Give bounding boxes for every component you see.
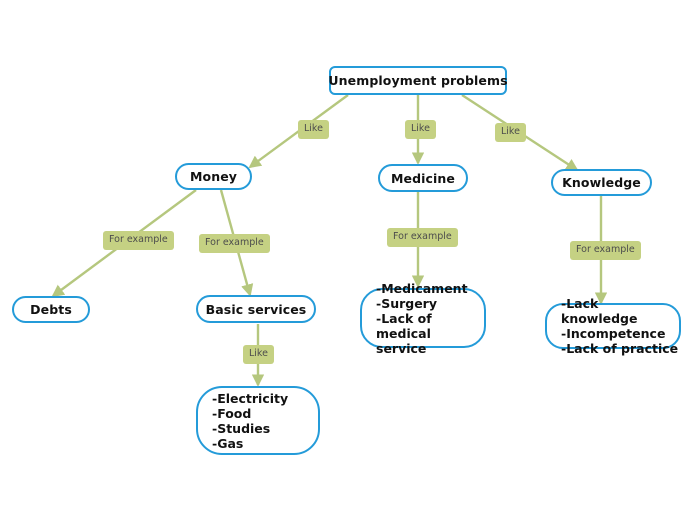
edge-label-basic-services-list-text: Like	[249, 348, 268, 359]
node-basic-services-label: Basic services	[205, 301, 307, 317]
node-debts-label: Debts	[30, 302, 72, 317]
node-root-label: Unemployment problems	[328, 73, 508, 88]
edge-label-root-medicine[interactable]: Like	[405, 120, 436, 139]
edge-label-money-basic-services-text: For example	[205, 237, 264, 248]
node-services-list-label: -Electricity -Food -Studies -Gas	[212, 390, 289, 451]
edge-label-money-debts[interactable]: For example	[103, 231, 174, 250]
node-medicine-label: Medicine	[390, 170, 456, 186]
node-medicine-list[interactable]: -Medicament -Surgery -Lack of medical se…	[360, 281, 486, 356]
edge-label-root-medicine-text: Like	[411, 123, 430, 134]
node-medicine[interactable]: Medicine	[378, 164, 468, 192]
edge-label-medicine-list[interactable]: For example	[387, 228, 458, 247]
edge-label-root-money[interactable]: Like	[298, 120, 329, 139]
edge-label-money-debts-text: For example	[109, 234, 168, 245]
edge-label-knowledge-list[interactable]: For example	[570, 241, 641, 260]
edge-label-basic-services-list[interactable]: Like	[243, 345, 274, 364]
node-money[interactable]: Money	[175, 163, 252, 190]
node-knowledge[interactable]: Knowledge	[551, 169, 652, 196]
node-knowledge-list-label: -Lack knowledge -Incompetence -Lack of p…	[561, 296, 679, 356]
edge-label-knowledge-list-text: For example	[576, 244, 635, 255]
node-knowledge-list[interactable]: -Lack knowledge -Incompetence -Lack of p…	[545, 296, 681, 356]
edge-label-root-money-text: Like	[304, 123, 323, 134]
edge-label-root-knowledge-text: Like	[501, 126, 520, 137]
node-services-list[interactable]: -Electricity -Food -Studies -Gas	[196, 386, 320, 455]
node-medicine-list-label: -Medicament -Surgery -Lack of medical se…	[376, 280, 468, 356]
edge-label-medicine-list-text: For example	[393, 231, 452, 242]
edge-label-money-basic-services[interactable]: For example	[199, 234, 270, 253]
node-money-label: Money	[189, 169, 238, 184]
node-debts[interactable]: Debts	[12, 296, 90, 323]
edge-label-root-knowledge[interactable]: Like	[495, 123, 526, 142]
node-knowledge-label: Knowledge	[562, 175, 641, 190]
node-basic-services[interactable]: Basic services	[196, 295, 316, 323]
node-root[interactable]: Unemployment problems	[328, 66, 508, 95]
